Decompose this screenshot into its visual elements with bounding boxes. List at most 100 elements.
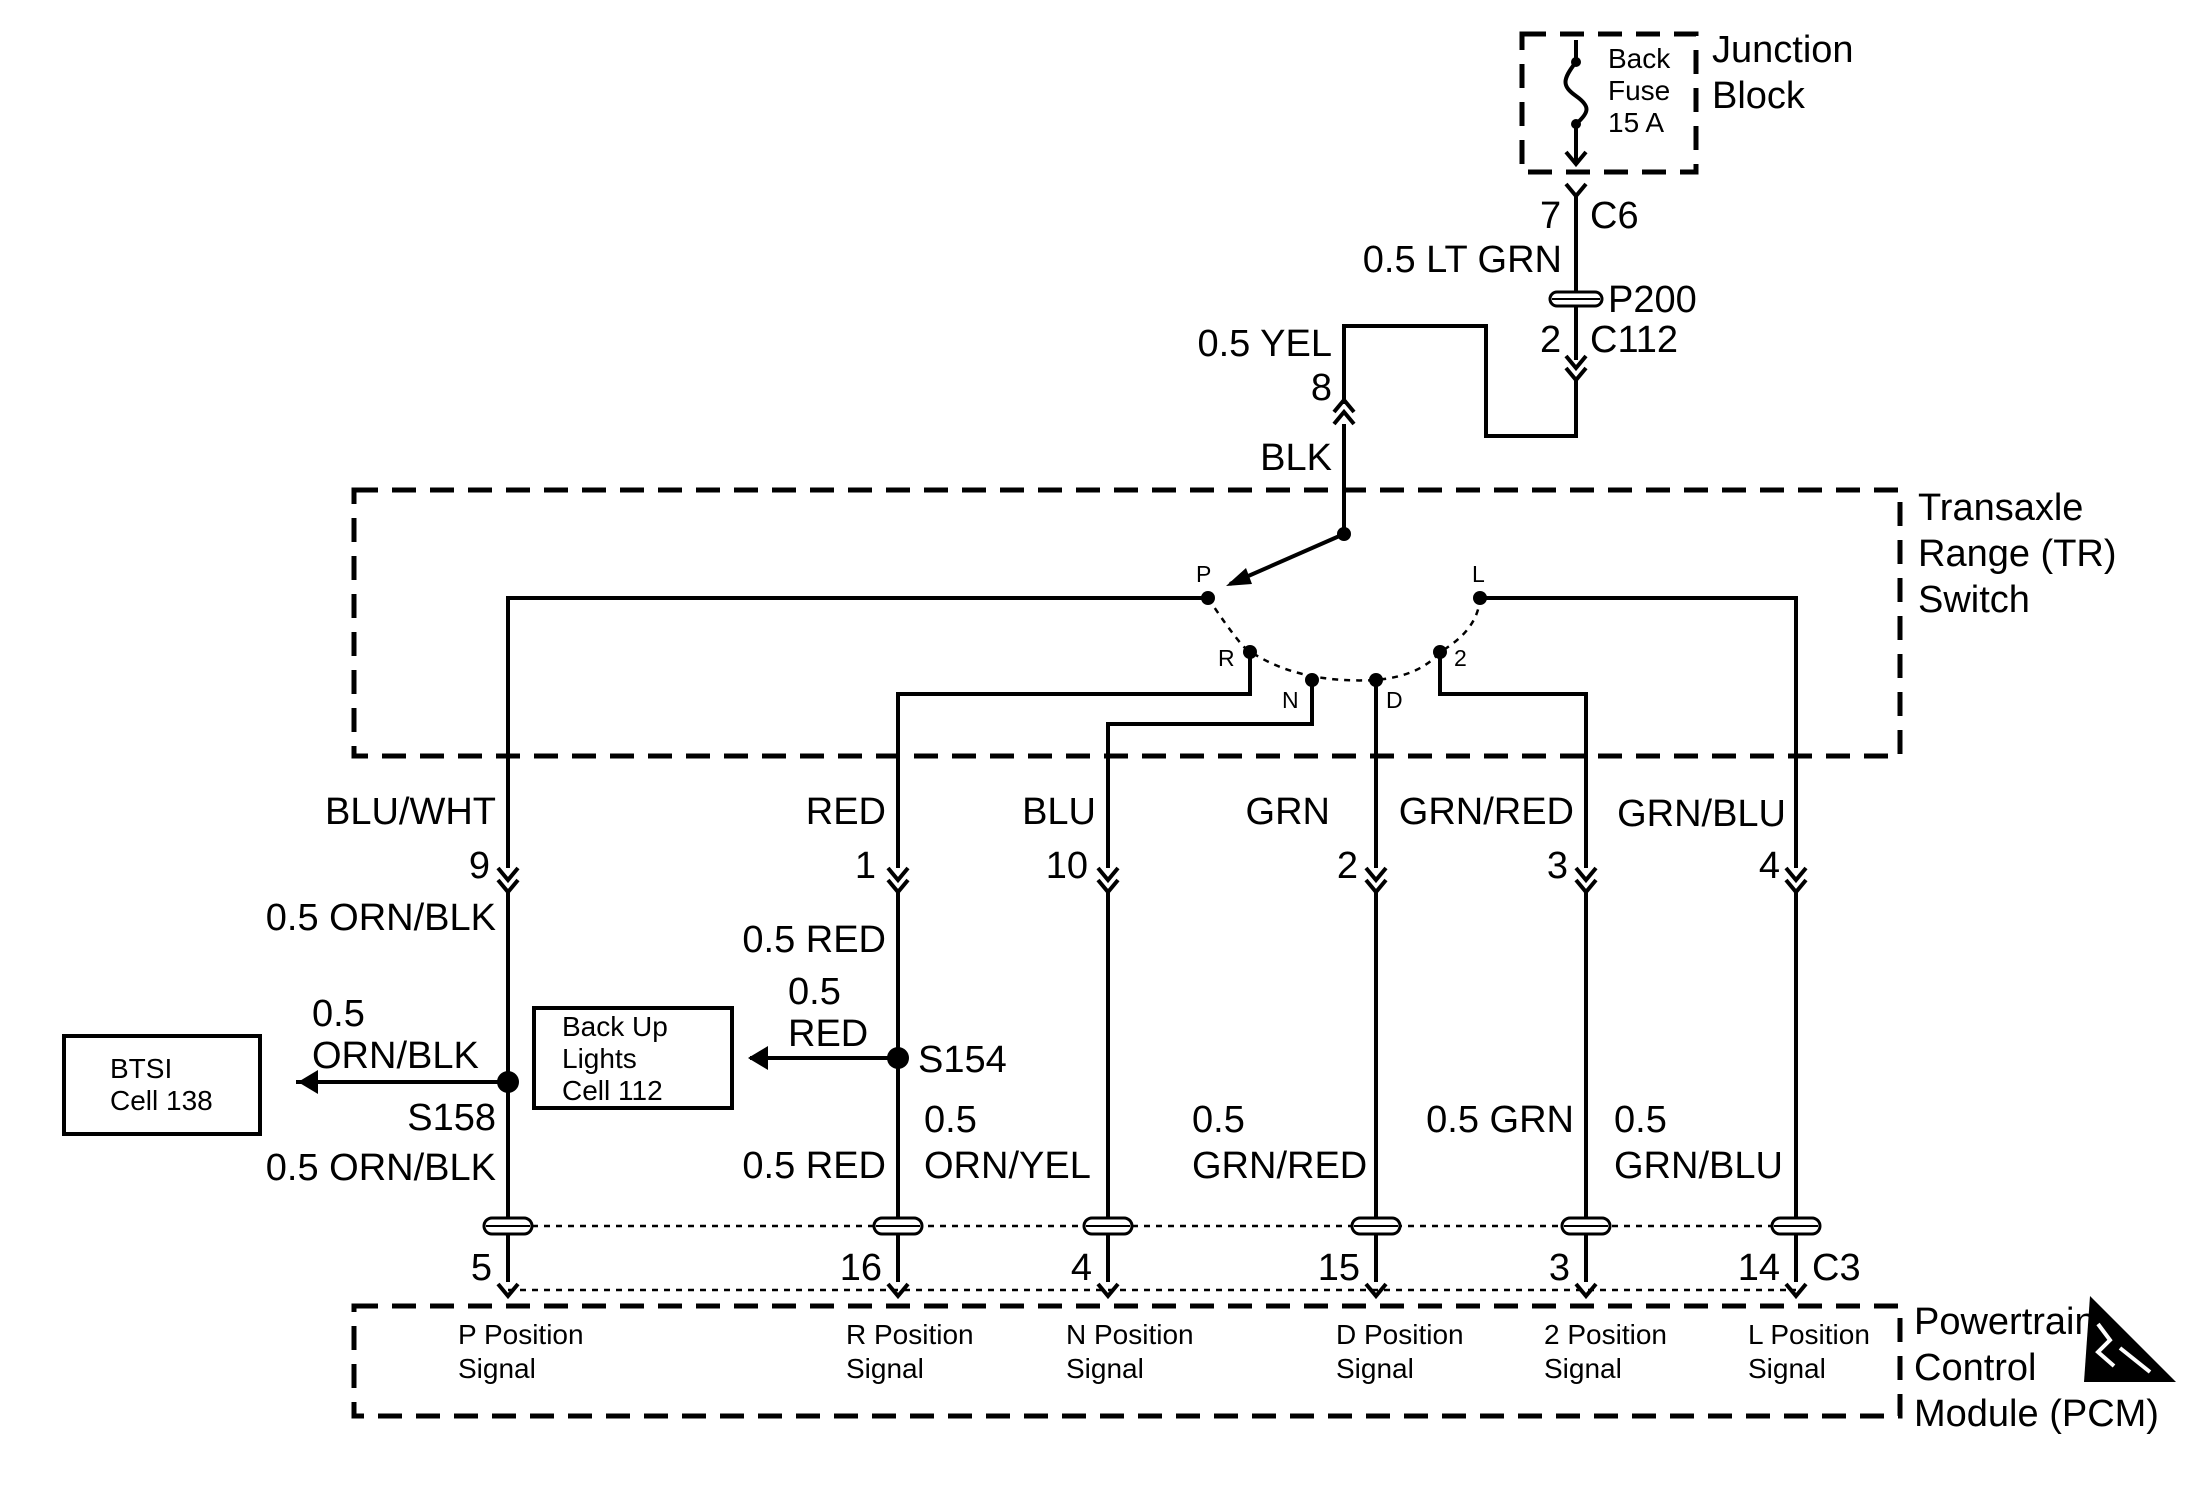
- col2-pin: 1: [855, 845, 876, 887]
- pos-n-label: N: [1282, 687, 1299, 713]
- s154-label: S154: [918, 1039, 1007, 1081]
- s154-branch-wire-2: RED: [788, 1013, 868, 1055]
- s158-splice: 0.5 ORN/BLK S158: [296, 993, 519, 1139]
- pcm-module: P Position Signal R Position Signal N Po…: [351, 1296, 2176, 1435]
- pcm-pin-4: 15: [1318, 1247, 1360, 1289]
- pcm-signal-2-1: 2 Position: [1544, 1319, 1667, 1350]
- col6-lower-wire-1: 0.5: [1614, 1099, 1667, 1141]
- junction-block-title-1: Junction: [1712, 29, 1854, 71]
- arrow-left-icon: [298, 1070, 318, 1094]
- backup-lights-box: Back Up Lights Cell 112: [532, 1006, 734, 1110]
- btsi-text-1: BTSI: [110, 1053, 172, 1084]
- tr-input-pin: 8: [1311, 367, 1332, 409]
- col3-pin: 10: [1046, 845, 1088, 887]
- backup-text-3: Cell 112: [562, 1075, 663, 1106]
- inline-connector-icons: [482, 1216, 1822, 1236]
- col1-pin: 9: [469, 845, 490, 887]
- s158-label: S158: [407, 1097, 496, 1139]
- c112-connector: C112: [1590, 319, 1678, 361]
- s154-branch-wire-1: 0.5: [788, 971, 841, 1013]
- s158-branch-wire-1: 0.5: [312, 993, 365, 1035]
- c6-connector: C6: [1590, 195, 1639, 237]
- c6-pin: 7: [1540, 195, 1561, 237]
- pcm-signal-p-1: P Position: [458, 1319, 584, 1350]
- col1-lower-wire: 0.5 ORN/BLK: [266, 1147, 496, 1189]
- col6-switch-wire: GRN/BLU: [1617, 793, 1786, 835]
- pcm-outline: [351, 1303, 1903, 1419]
- col3-lower-wire-2: ORN/YEL: [924, 1145, 1091, 1187]
- pcm-pin-2: 16: [840, 1247, 882, 1289]
- tr-switch-title-3: Switch: [1918, 579, 2030, 621]
- tr-input-wire: 0.5 YEL: [1197, 323, 1332, 365]
- junction-block-title-2: Block: [1712, 75, 1806, 117]
- switch-connector-terminals: [496, 866, 1808, 896]
- fuse-icon: [1563, 40, 1589, 168]
- pcm-signal-d-2: Signal: [1336, 1353, 1414, 1384]
- pos-2-label: 2: [1454, 645, 1467, 671]
- tr-switch-title-2: Range (TR): [1918, 533, 2117, 575]
- pcm-connector-label: C3: [1812, 1247, 1861, 1289]
- col6-lower-wire-2: GRN/BLU: [1614, 1145, 1783, 1187]
- pos-d-label: D: [1386, 687, 1403, 713]
- btsi-text-2: Cell 138: [110, 1085, 213, 1116]
- pcm-signal-n-1: N Position: [1066, 1319, 1194, 1350]
- pcm-pin-3: 4: [1071, 1247, 1092, 1289]
- col2-upper-wire: 0.5 RED: [742, 919, 886, 961]
- arrow-left-icon: [748, 1046, 768, 1070]
- c6-terminal: [1564, 182, 1588, 200]
- col4-lower-wire-2: GRN/RED: [1192, 1145, 1367, 1187]
- col5-pin: 3: [1547, 845, 1568, 887]
- col4-switch-wire: GRN: [1246, 791, 1330, 833]
- col5-switch-wire: GRN/RED: [1399, 791, 1574, 833]
- pcm-connector-row: 5 16 4 15 3 14 C3: [471, 1216, 1861, 1300]
- backup-text-2: Lights: [562, 1043, 637, 1074]
- col5-lower-wire: 0.5 GRN: [1426, 1099, 1574, 1141]
- col3-switch-wire: BLU: [1022, 791, 1096, 833]
- pcm-title-1: Powertrain: [1914, 1301, 2096, 1343]
- circuit-columns: BLU/WHT RED BLU GRN GRN/RED GRN/BLU 9 1 …: [266, 791, 1808, 1218]
- s154-splice: 0.5 RED S154: [748, 971, 1007, 1081]
- col1-switch-wire: BLU/WHT: [325, 791, 496, 833]
- p200-label: P200: [1608, 279, 1697, 321]
- col2-lower-wire: 0.5 RED: [742, 1145, 886, 1187]
- pcm-pin-1: 5: [471, 1247, 492, 1289]
- pos-p-label: P: [1196, 561, 1211, 587]
- pcm-signal-r-2: Signal: [846, 1353, 924, 1384]
- pos-r-label: R: [1218, 645, 1235, 671]
- pcm-title-2: Control: [1914, 1347, 2037, 1389]
- switch-wiper: [1229, 532, 1345, 586]
- pcm-signal-d-1: D Position: [1336, 1319, 1464, 1350]
- tr-input-color: BLK: [1260, 437, 1332, 479]
- junction-block-outline: [1519, 31, 1699, 175]
- pcm-title-3: Module (PCM): [1914, 1393, 2159, 1435]
- col1-upper-wire: 0.5 ORN/BLK: [266, 897, 496, 939]
- pcm-terminals: [496, 1282, 1808, 1300]
- fuse-rating: 15 A: [1608, 107, 1664, 138]
- feed-wire-label: 0.5 LT GRN: [1363, 239, 1562, 281]
- tr-switch: Transaxle Range (TR) Switch P R N D 2 L: [351, 487, 2117, 868]
- pcm-signal-n-2: Signal: [1066, 1353, 1144, 1384]
- btsi-box: BTSI Cell 138: [62, 1034, 262, 1136]
- pcm-signal-2-2: Signal: [1544, 1353, 1622, 1384]
- tr-switch-title-1: Transaxle: [1918, 487, 2083, 529]
- pcm-signal-r-1: R Position: [846, 1319, 974, 1350]
- pos-l-label: L: [1472, 561, 1485, 587]
- c112-pin: 2: [1540, 319, 1561, 361]
- col4-pin: 2: [1337, 845, 1358, 887]
- pcm-pin-6: 14: [1738, 1247, 1780, 1289]
- col6-pin: 4: [1759, 845, 1780, 887]
- backup-text-1: Back Up: [562, 1011, 668, 1042]
- esd-warning-icon: [2084, 1296, 2176, 1382]
- col3-lower-wire-1: 0.5: [924, 1099, 977, 1141]
- feed-circuit: 7 C6 0.5 LT GRN P200 2 C112 0.5 YEL 8 BL…: [1197, 182, 1697, 534]
- pcm-signal-l-2: Signal: [1748, 1353, 1826, 1384]
- pcm-signal-l-1: L Position: [1748, 1319, 1870, 1350]
- s158-branch-wire-2: ORN/BLK: [312, 1035, 479, 1077]
- fuse-text-2: Fuse: [1608, 75, 1670, 106]
- col2-switch-wire: RED: [806, 791, 886, 833]
- tr-switch-outline: [351, 487, 1903, 759]
- p200-connector-icon: [1548, 290, 1604, 308]
- fuse-text-1: Back: [1608, 43, 1671, 74]
- pcm-pin-5: 3: [1549, 1247, 1570, 1289]
